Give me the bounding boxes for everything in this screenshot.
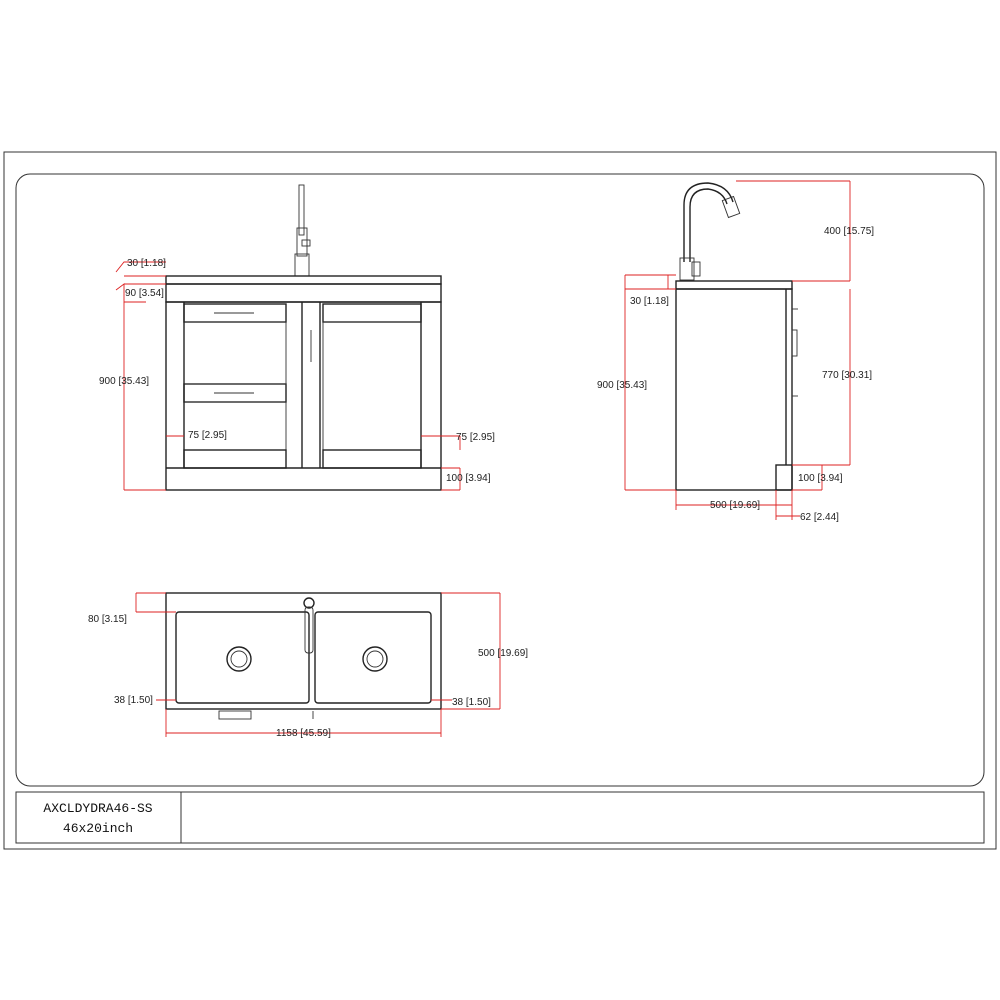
front-dim-toe-kick: 100 [3.94] xyxy=(446,473,491,484)
front-dim-stile-right: 75 [2.95] xyxy=(456,432,495,443)
side-dim-height: 900 [35.43] xyxy=(597,380,647,391)
title-block: AXCLDYDRA46-SS 46x20inch xyxy=(15,791,985,844)
front-view: 30 [1.18] 90 [3.54] 900 [35.43] 75 [2.95… xyxy=(99,184,495,491)
model-number: AXCLDYDRA46-SS xyxy=(43,801,152,816)
front-countertop xyxy=(165,275,442,285)
front-dim-lines xyxy=(115,261,461,491)
sheet-border xyxy=(3,151,997,850)
front-left-rail xyxy=(183,449,287,469)
top-view: 80 [3.15] 500 [19.69] 38 [1.50] 38 [1.50… xyxy=(88,592,528,739)
product-size: 46x20inch xyxy=(63,821,133,836)
front-top-panel xyxy=(165,283,442,303)
top-outline xyxy=(165,592,442,710)
side-countertop xyxy=(675,280,793,290)
side-cabinet-body xyxy=(675,288,793,491)
side-handle xyxy=(791,329,798,357)
title-block-frame xyxy=(15,791,985,844)
top-dim-side-left: 38 [1.50] xyxy=(114,695,153,706)
door-top-rail xyxy=(322,303,422,323)
drawing-area-border xyxy=(15,173,985,787)
side-dim-faucet-height: 400 [15.75] xyxy=(824,226,874,237)
top-dim-depth: 500 [19.69] xyxy=(478,648,528,659)
side-toe-recess xyxy=(775,464,793,491)
side-dim-toe-kick: 100 [3.94] xyxy=(798,473,843,484)
drain-left xyxy=(226,646,252,672)
top-dim-width: 1158 [45.59] xyxy=(276,728,331,739)
front-dim-stile-left: 75 [2.95] xyxy=(188,430,227,441)
faucet-side xyxy=(679,182,741,281)
side-dim-lines xyxy=(624,180,851,520)
side-dim-depth: 500 [19.69] xyxy=(710,500,760,511)
top-dim-lines xyxy=(135,592,501,737)
front-dim-top-panel: 90 [3.54] xyxy=(125,288,164,299)
side-dim-toe-recess: 62 [2.44] xyxy=(800,512,839,523)
faucet-front xyxy=(294,184,311,277)
top-dim-side-right: 38 [1.50] xyxy=(452,697,491,708)
top-dim-back-edge: 80 [3.15] xyxy=(88,614,127,625)
side-dim-cabinet-height: 770 [30.31] xyxy=(822,370,872,381)
sink-bowl-right xyxy=(314,611,432,704)
side-dim-top-thickness: 30 [1.18] xyxy=(630,296,669,307)
front-dim-top-thickness: 30 [1.18] xyxy=(127,258,166,269)
front-cabinet-body xyxy=(165,301,442,491)
side-view: 400 [15.75] 30 [1.18] 900 [35.43] 770 [3… xyxy=(597,180,874,523)
door-bottom-rail xyxy=(322,449,422,469)
drain-right xyxy=(362,646,388,672)
drawer-front-top xyxy=(218,710,252,720)
faucet-top xyxy=(303,597,315,654)
front-dim-height: 900 [35.43] xyxy=(99,376,149,387)
sink-bowl-left xyxy=(175,611,310,704)
